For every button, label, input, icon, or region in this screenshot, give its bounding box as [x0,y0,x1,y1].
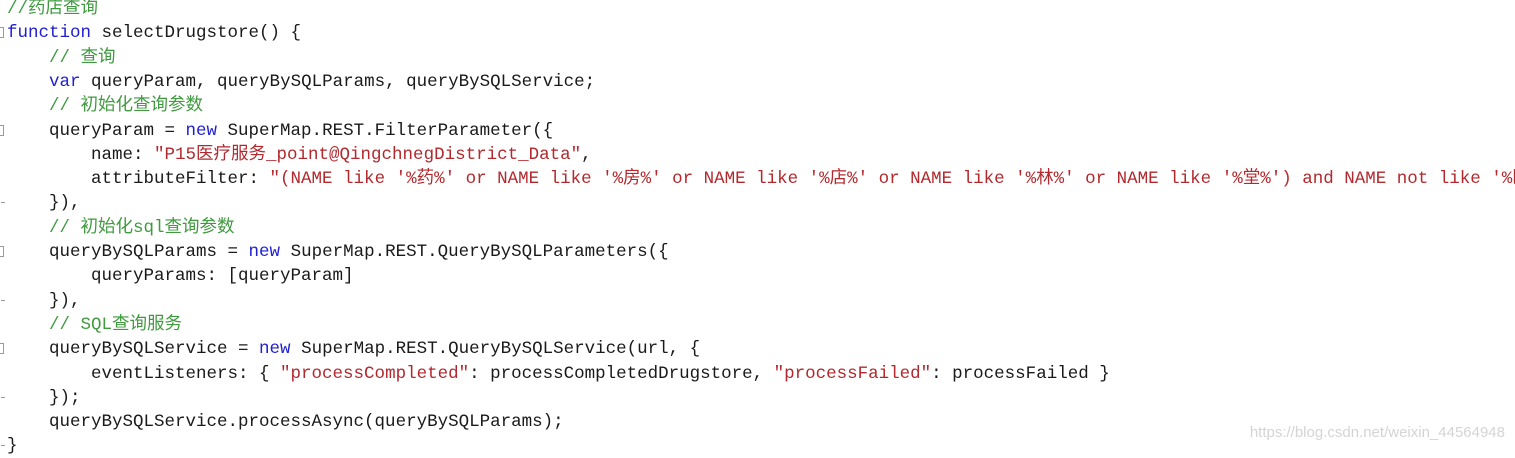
code-token: : processFailed } [931,363,1110,384]
code-line[interactable]: // 初始化查询参数 [0,94,1515,118]
string-token: "processCompleted" [280,363,470,384]
code-line[interactable]: queryParams: [queryParam] [0,264,1515,288]
code-line[interactable]: } [0,434,1515,458]
code-line[interactable]: eventListeners: { "processCompleted": pr… [0,362,1515,386]
comment-token: //药店查询 [7,0,99,19]
code-line[interactable]: queryBySQLService.processAsync(queryBySQ… [0,410,1515,434]
code-text: name: "P15医疗服务_point@QingchnegDistrict_D… [7,143,592,167]
string-token: "(NAME like '%药%' or NAME like '%房%' or … [269,169,1515,190]
code-line[interactable]: queryBySQLParams = new SuperMap.REST.Que… [0,240,1515,264]
keyword-token: new [185,120,218,141]
code-line[interactable]: // 初始化sql查询参数 [0,216,1515,240]
code-text: attributeFilter: "(NAME like '%药%' or NA… [7,167,1515,191]
fold-toggle-icon[interactable] [0,343,4,355]
code-token: SuperMap.REST.QueryBySQLService(url, { [290,339,701,360]
code-token: : processCompletedDrugstore, [469,363,774,384]
code-text: queryBySQLService = new SuperMap.REST.Qu… [7,337,700,361]
code-token: SuperMap.REST.QueryBySQLParameters({ [280,242,669,262]
code-line[interactable]: // 查询 [0,46,1515,70]
code-line[interactable]: attributeFilter: "(NAME like '%药%' or NA… [0,167,1515,191]
code-text: eventListeners: { "processCompleted": pr… [7,362,1110,386]
code-token: attributeFilter: [7,169,270,190]
code-token: queryBySQLService.processAsync(queryBySQ… [7,412,564,433]
code-token: queryParam = [7,120,186,141]
fold-toggle-icon[interactable] [0,27,4,39]
code-text: // 查询 [7,46,116,70]
code-token: SuperMap.REST.FilterParameter({ [217,120,554,141]
code-line[interactable]: name: "P15医疗服务_point@QingchnegDistrict_D… [0,143,1515,167]
code-token [7,48,49,68]
keyword-token: var [49,71,81,92]
code-token [7,96,49,116]
fold-end-marker-icon [1,396,5,398]
code-token [7,218,49,238]
comment-token: // 查询 [49,47,116,68]
code-line[interactable]: }); [0,386,1515,410]
fold-end-marker-icon [1,202,5,204]
code-text: queryBySQLService.processAsync(queryBySQ… [7,410,564,434]
keyword-token: new [248,242,281,262]
string-token: "processFailed" [773,363,932,384]
code-line[interactable]: }), [0,191,1515,215]
string-token: "P15医疗服务_point@QingchnegDistrict_Data" [154,144,582,165]
keyword-token: function [7,23,92,44]
code-text: // 初始化查询参数 [7,94,203,118]
code-text: queryParams: [queryParam] [7,264,354,288]
code-token: } [7,436,18,457]
code-token: }), [7,193,81,214]
keyword-token: new [259,339,291,360]
comment-token: // SQL查询服务 [49,314,183,335]
code-line[interactable]: //药店查询 [0,0,1515,21]
fold-end-marker-icon [1,445,5,447]
code-text: queryBySQLParams = new SuperMap.REST.Que… [7,240,669,264]
fold-toggle-icon[interactable] [0,246,4,257]
code-token: queryBySQLParams = [7,242,249,262]
fold-toggle-icon[interactable] [0,124,4,136]
code-text: }); [7,386,81,410]
code-line[interactable]: function selectDrugstore() { [0,21,1515,45]
code-text: function selectDrugstore() { [7,21,301,45]
code-token: }); [7,387,81,408]
code-token [7,315,49,335]
code-text: } [7,434,18,458]
comment-token: // 初始化查询参数 [49,96,204,117]
code-line[interactable]: queryParam = new SuperMap.REST.FilterPar… [0,119,1515,143]
code-text: // SQL查询服务 [7,313,182,337]
code-line[interactable]: // SQL查询服务 [0,313,1515,337]
code-text: var queryParam, queryBySQLParams, queryB… [7,70,595,94]
code-token: selectDrugstore() { [91,23,302,44]
code-token: queryParams: [queryParam] [7,266,354,287]
code-token: queryParam, queryBySQLParams, queryBySQL… [80,71,596,92]
code-text: // 初始化sql查询参数 [7,216,235,240]
code-token: }), [7,290,81,311]
comment-token: // 初始化sql查询参数 [49,217,235,238]
code-token: name: [7,144,155,165]
code-line[interactable]: }), [0,289,1515,313]
code-token: , [581,144,592,165]
code-token [7,72,49,92]
code-text: queryParam = new SuperMap.REST.FilterPar… [7,119,553,143]
code-line[interactable]: var queryParam, queryBySQLParams, queryB… [0,70,1515,94]
code-line[interactable]: queryBySQLService = new SuperMap.REST.Qu… [0,337,1515,361]
watermark-text: https://blog.csdn.net/weixin_44564948 [1249,424,1505,441]
code-text: }), [7,191,81,215]
code-token: eventListeners: { [7,363,281,384]
code-text: //药店查询 [7,0,98,21]
fold-end-marker-icon [1,299,5,301]
code-token: queryBySQLService = [7,339,260,360]
code-text: }), [7,289,81,313]
